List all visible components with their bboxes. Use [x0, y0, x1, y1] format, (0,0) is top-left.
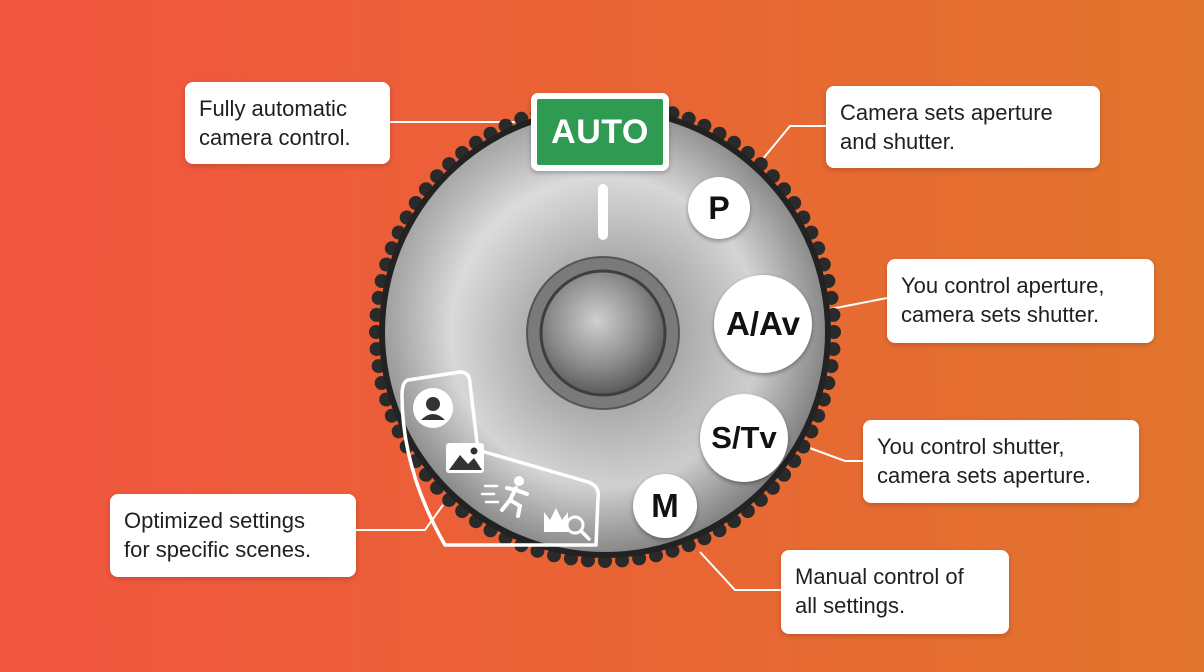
callout-program-line-2: and shutter. [840, 129, 955, 154]
callout-scenes-line-1: Optimized settings [124, 508, 305, 533]
sports-icon[interactable] [480, 476, 529, 518]
program-mode-button[interactable]: P [688, 177, 750, 239]
auto-mode-badge[interactable]: AUTO [531, 93, 669, 171]
aperture-priority-mode-button[interactable]: A/Av [714, 275, 812, 373]
portrait-icon[interactable] [413, 388, 453, 428]
callout-scenes: Optimized settings for specific scenes. [110, 494, 356, 577]
dial-center-button [539, 269, 667, 397]
callout-manual: Manual control of all settings. [781, 550, 1009, 634]
callout-shutter-line-1: You control shutter, [877, 434, 1065, 459]
manual-mode-button[interactable]: M [633, 474, 697, 538]
leader-line-manual [699, 551, 781, 591]
callout-shutter-line-2: camera sets aperture. [877, 463, 1091, 488]
callout-program-line-1: Camera sets aperture [840, 100, 1053, 125]
dial-index-mark [598, 184, 608, 240]
leader-line-program [751, 125, 828, 173]
callout-manual-line-1: Manual control of [795, 564, 964, 589]
dial-knurled-edge [369, 96, 841, 568]
leader-line-scenes [356, 504, 444, 531]
leader-line-shutter [806, 446, 863, 462]
callout-aperture-priority: You control aperture, camera sets shutte… [887, 259, 1154, 343]
callout-auto: Fully automatic camera control. [185, 82, 390, 164]
scene-modes-panel [400, 370, 601, 547]
landscape-icon[interactable] [446, 443, 484, 473]
callout-program: Camera sets aperture and shutter. [826, 86, 1100, 168]
callout-aperture-line-1: You control aperture, [901, 273, 1105, 298]
callout-shutter-priority: You control shutter, camera sets apertur… [863, 420, 1139, 503]
callout-auto-line-1: Fully automatic [199, 96, 347, 121]
callout-scenes-line-2: for specific scenes. [124, 537, 312, 562]
callout-aperture-line-2: camera sets shutter. [901, 302, 1100, 327]
auto-mode-label: AUTO [535, 97, 665, 167]
macro-icon[interactable] [544, 508, 591, 541]
callout-manual-line-2: all settings. [795, 593, 906, 618]
callout-auto-line-2: camera control. [199, 125, 351, 150]
shutter-priority-mode-button[interactable]: S/Tv [700, 394, 788, 482]
